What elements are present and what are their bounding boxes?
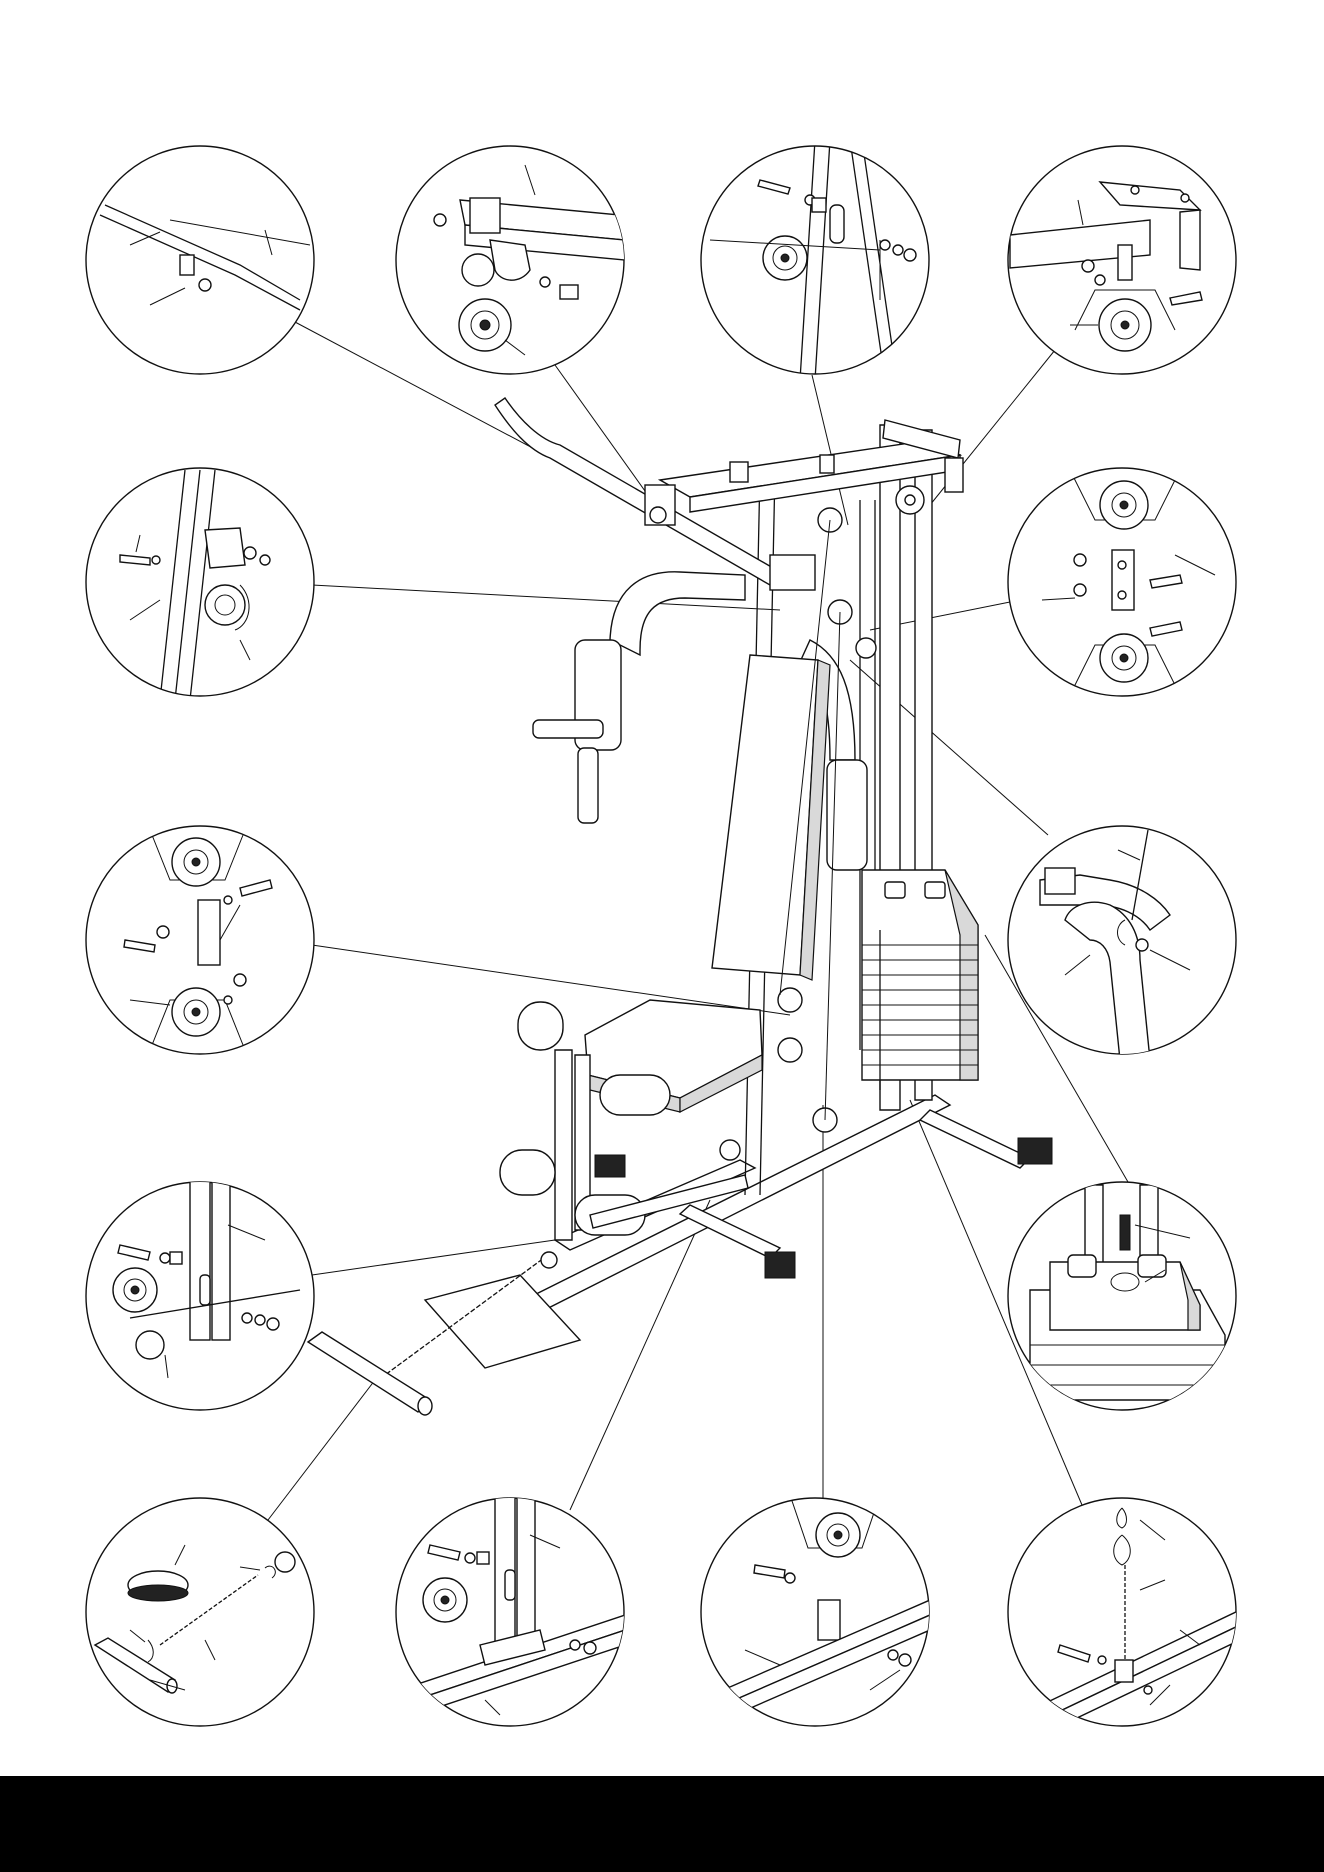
backrest	[712, 655, 830, 980]
detail-view-11	[86, 1498, 314, 1726]
detail-view-8	[1008, 826, 1236, 1060]
detail-view-13	[700, 1495, 930, 1730]
detail-view-1	[86, 146, 314, 374]
detail-view-14	[1008, 1498, 1240, 1750]
weight-stack	[862, 870, 978, 1090]
detail-view-6	[1008, 468, 1236, 696]
detail-view-5	[86, 468, 314, 700]
detail-view-7	[86, 826, 314, 1054]
detail-view-12	[396, 1495, 640, 1726]
footer-bar	[0, 1776, 1324, 1872]
detail-view-10	[1008, 1182, 1236, 1410]
detail-view-2	[396, 146, 625, 374]
detail-view-3	[701, 140, 929, 380]
detail-view-9	[86, 1180, 314, 1410]
base-frame	[425, 1095, 1052, 1368]
detail-view-4	[1008, 146, 1236, 374]
gym-machine	[308, 398, 1052, 1415]
assembly-diagram	[0, 0, 1324, 1776]
top-frame	[660, 420, 963, 514]
